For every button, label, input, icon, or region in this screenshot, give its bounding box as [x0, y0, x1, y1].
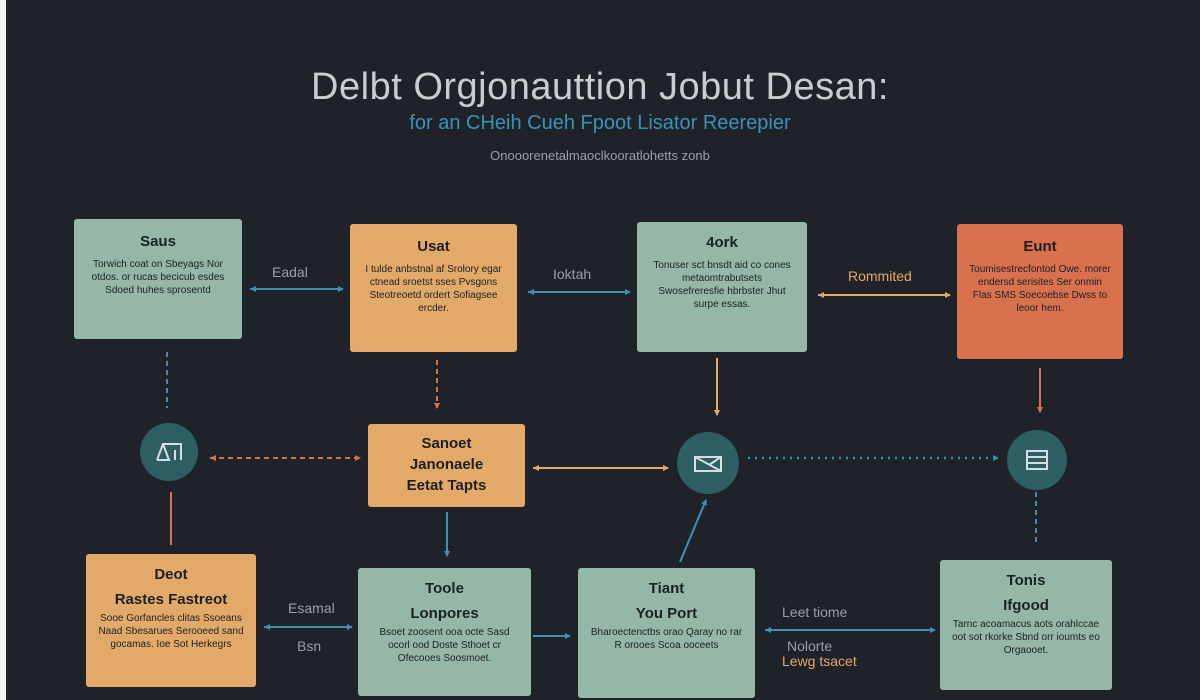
node-circle-2[interactable] [677, 432, 739, 494]
node-box-saus[interactable]: Saus Torwich coat on Sbeyags Nor otdos. … [74, 219, 242, 339]
node-title: Tonis [1006, 572, 1046, 589]
node-circle-3[interactable] [1007, 430, 1067, 490]
node-box-eunt[interactable]: Eunt Toumisestrecfontod Owe. morer ender… [957, 224, 1123, 359]
node-box-tonis[interactable]: Tonis Ifgood Tarnc acoamacus aots orahlc… [940, 560, 1112, 690]
node-subtitle: Rastes Fastreot [114, 591, 228, 608]
node-box-tiant[interactable]: Tiant You Port Bharoectenctbs orao Qaray… [578, 568, 755, 698]
edge-label: Esamal [288, 600, 335, 616]
node-body: Bharoectenctbs orao Qaray no rar R orooe… [590, 627, 743, 651]
node-subtitle: Janonaele [409, 456, 484, 473]
edge-label: Bsn [297, 638, 322, 654]
node-body: Bsoet zoosent ooa octe Sasd ocorl ood Do… [379, 627, 510, 664]
node-body: Sooe Gorfancles clitas Ssoeans Naad Sbes… [98, 613, 244, 650]
node-box-usat[interactable]: Usat I tulde anbstnal af Srolory egar ct… [350, 224, 517, 352]
node-body: Tonuser sct bnsdt aid co cones metaomtra… [653, 260, 791, 310]
node-title: Toole [425, 580, 464, 597]
node-body: Torwich coat on Sbeyags Nor otdos. or ru… [91, 259, 225, 296]
left-edge-band [0, 0, 6, 700]
edge-tiant-node2 [679, 499, 707, 563]
node-subtitle: Eetat Tapts [406, 477, 487, 494]
node-title: 4ork [706, 234, 738, 251]
node-subtitle: Ifgood [1003, 597, 1049, 614]
node-box-toole[interactable]: Toole Lonpores Bsoet zoosent ooa octe Sa… [358, 568, 531, 696]
node-body: Toumisestrecfontod Owe. morer endersd se… [969, 264, 1111, 314]
node-circle-1[interactable] [140, 423, 198, 481]
edge-label: Eadal [272, 264, 308, 280]
node-title: Usat [417, 238, 450, 255]
edge-label: Ioktah [553, 266, 592, 282]
node-box-deot[interactable]: Deot Rastes Fastreot Sooe Gorfancles cli… [86, 554, 256, 687]
node-subtitle: Lonpores [410, 605, 479, 622]
page-title: Delbt Orgjonauttion Jobut Desan: [311, 66, 889, 108]
list-icon [1026, 450, 1048, 470]
node-box-4ork[interactable]: 4ork Tonuser sct bnsdt aid co cones meta… [637, 222, 807, 352]
page-subtitle: for an CHeih Cueh Fpoot Lisator Reerepie… [409, 112, 791, 134]
tent-icon [156, 443, 182, 461]
edge-label: Lewg tsacet [782, 653, 857, 669]
node-title: Deot [154, 566, 188, 583]
node-subtitle: You Port [635, 605, 698, 622]
page-caption: Onooorenetalmaoclkooratlohetts zonb [490, 148, 710, 163]
node-title: Tiant [648, 580, 685, 597]
edge-label: Rommited [848, 268, 912, 284]
node-title: Sanoet [421, 435, 472, 452]
node-box-sanoet[interactable]: Sanoet Janonaele Eetat Tapts [368, 424, 525, 507]
node-body: I tulde anbstnal af Srolory egar ctnead … [365, 264, 502, 314]
edge-label: Leet tiome [782, 604, 848, 620]
node-body: Tarnc acoamacus aots orahlccae oot sot r… [952, 619, 1100, 656]
node-title: Eunt [1023, 238, 1057, 255]
node-title: Saus [140, 233, 176, 250]
edge-label: Nolorte [787, 638, 833, 654]
cube-icon [694, 456, 722, 472]
